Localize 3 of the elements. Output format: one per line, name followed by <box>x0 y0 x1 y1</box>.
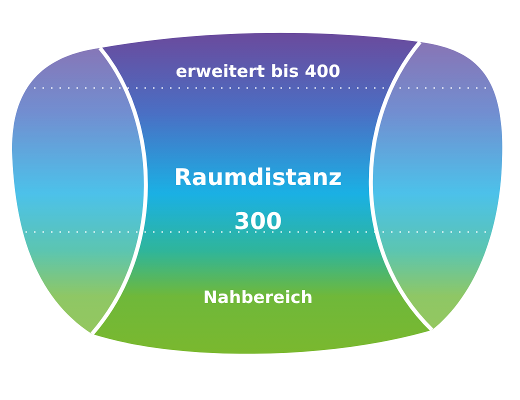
zone-label: Nahbereich <box>203 288 313 308</box>
zone-label: erweitert bis 400 <box>176 62 340 82</box>
zone-label: Raumdistanz 300 <box>173 164 343 237</box>
